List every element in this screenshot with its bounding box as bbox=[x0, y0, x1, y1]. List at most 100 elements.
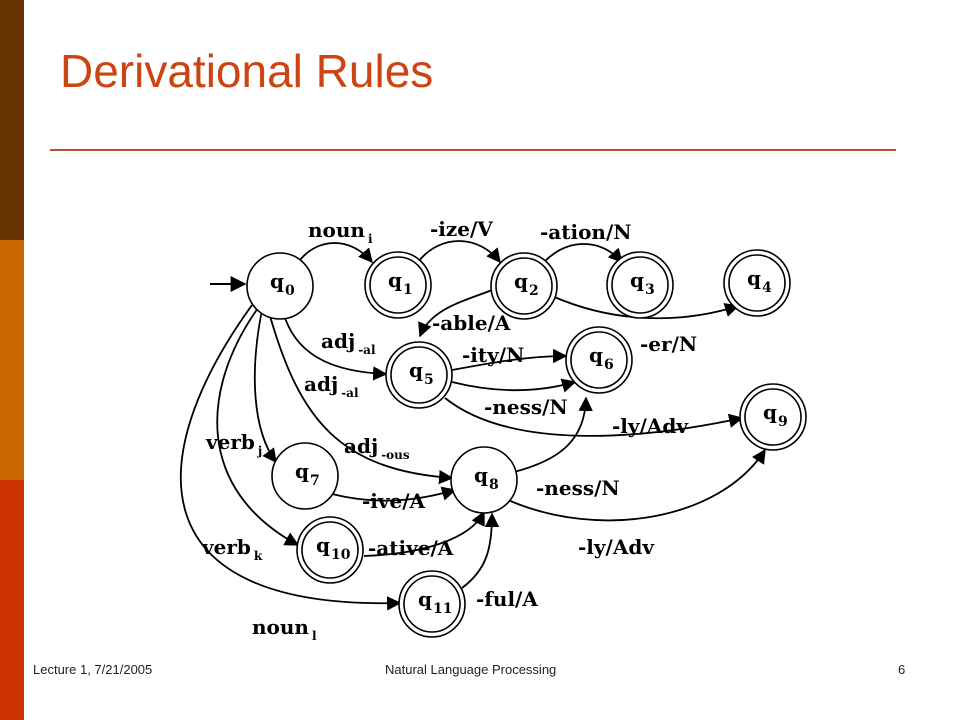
state-circle bbox=[450, 446, 518, 514]
sidebar-band-bottom bbox=[0, 480, 24, 720]
transition-label-text: verb bbox=[201, 535, 251, 559]
transition-label-ness-n-1: -ness/N bbox=[484, 395, 568, 419]
transition-label-ly-adv-2: -ly/Adv bbox=[578, 535, 655, 559]
state-q1: q1 bbox=[364, 251, 432, 319]
accepting-state-ring bbox=[369, 256, 427, 314]
state-label-subscript: 1 bbox=[403, 282, 413, 298]
transition-label-text: noun bbox=[252, 615, 309, 639]
state-circle bbox=[364, 251, 432, 319]
state-label: q4 bbox=[747, 266, 772, 296]
footer-course-name: Natural Language Processing bbox=[385, 662, 557, 677]
transition-label-text: -ness/N bbox=[536, 476, 620, 500]
state-label: q11 bbox=[418, 587, 452, 617]
transition-label-ity-n: -ity/N bbox=[462, 343, 524, 367]
state-label-base: q bbox=[409, 358, 423, 382]
accepting-state-ring bbox=[570, 331, 628, 389]
state-label: q10 bbox=[316, 533, 351, 563]
transition-label-adj-ous: adj-ous bbox=[344, 434, 410, 462]
state-label-subscript: 10 bbox=[331, 547, 351, 563]
state-label-base: q bbox=[316, 533, 330, 557]
state-circle bbox=[739, 383, 807, 451]
state-circle bbox=[385, 341, 453, 409]
footer-page-number: 6 bbox=[898, 662, 906, 677]
state-label-base: q bbox=[295, 459, 309, 483]
accepting-state-ring bbox=[728, 254, 786, 312]
transition-label-text: adj bbox=[344, 434, 378, 458]
state-circle bbox=[565, 326, 633, 394]
state-label-base: q bbox=[763, 400, 777, 424]
state-label-subscript: 5 bbox=[424, 372, 434, 388]
state-label: q9 bbox=[763, 400, 788, 430]
state-q6: q6 bbox=[565, 326, 633, 394]
state-label: q7 bbox=[295, 459, 320, 489]
state-label-subscript: 7 bbox=[310, 473, 320, 489]
transition-arrow-noun-i bbox=[299, 242, 373, 264]
transition-arrow-ly-adv-1 bbox=[444, 397, 744, 437]
state-circle bbox=[723, 249, 791, 317]
transition-arrow-ly-adv-2 bbox=[507, 448, 766, 522]
transition-arrow-verb-k bbox=[216, 307, 300, 546]
state-label-base: q bbox=[747, 266, 761, 290]
state-q4: q4 bbox=[723, 249, 791, 317]
slide-title: Derivational Rules bbox=[60, 45, 434, 97]
transition-label-ness-n-2: -ness/N bbox=[536, 476, 620, 500]
state-label: q1 bbox=[388, 268, 413, 298]
transition-label-text: -ive/A bbox=[362, 489, 426, 513]
state-q5: q5 bbox=[385, 341, 453, 409]
transition-arrow-ful-a bbox=[461, 512, 500, 589]
state-label-base: q bbox=[514, 269, 528, 293]
state-label-base: q bbox=[474, 463, 488, 487]
accepting-state-ring bbox=[611, 256, 669, 314]
transition-label-adj-al-1: adj-al bbox=[321, 329, 376, 357]
transition-label-text: -er/N bbox=[640, 332, 697, 356]
transition-arrow-ation-n bbox=[543, 243, 623, 264]
state-label-base: q bbox=[418, 587, 432, 611]
transition-arrow-ize-v bbox=[417, 240, 501, 264]
transition-label-ive-a: -ive/A bbox=[362, 489, 426, 513]
state-q10: q10 bbox=[296, 516, 364, 584]
state-label: q5 bbox=[409, 358, 434, 388]
state-label: q6 bbox=[589, 343, 614, 373]
transition-arrow-adj-ous bbox=[269, 315, 454, 485]
transition-label-text: adj bbox=[321, 329, 355, 353]
accepting-state-ring bbox=[744, 388, 802, 446]
state-label-subscript: 4 bbox=[762, 280, 772, 296]
transition-label-text: noun bbox=[308, 218, 365, 242]
transition-arrow-ive-a bbox=[331, 486, 457, 502]
state-label-base: q bbox=[270, 269, 284, 293]
transition-label-text: -ness/N bbox=[484, 395, 568, 419]
state-label-subscript: 6 bbox=[604, 357, 614, 373]
accepting-state-ring bbox=[403, 575, 461, 633]
accepting-state-ring bbox=[495, 257, 553, 315]
state-q7: q7 bbox=[271, 442, 339, 510]
transition-arrow-ity-n bbox=[451, 348, 568, 371]
transition-label-subscript: k bbox=[254, 549, 263, 563]
transition-arrow-ness-n-1 bbox=[451, 378, 577, 393]
state-circle bbox=[398, 570, 466, 638]
state-q8: q8 bbox=[450, 446, 518, 514]
state-q11: q11 bbox=[398, 570, 466, 638]
transition-label-text: -ative/A bbox=[368, 536, 454, 560]
state-q9: q9 bbox=[739, 383, 807, 451]
transition-arrow-ative-a bbox=[363, 510, 485, 557]
transition-arrow-noun-l bbox=[179, 304, 402, 611]
state-label-subscript: 3 bbox=[645, 282, 655, 298]
transition-arrow-adj-al-1 bbox=[284, 317, 388, 381]
state-label: q0 bbox=[270, 269, 295, 299]
state-circle bbox=[246, 252, 314, 320]
transition-label-text: verb bbox=[205, 430, 255, 454]
state-circle bbox=[271, 442, 339, 510]
transition-label-subscript: j bbox=[257, 444, 262, 458]
state-label-subscript: 2 bbox=[529, 283, 539, 299]
state-circle bbox=[490, 252, 558, 320]
state-q3: q3 bbox=[606, 251, 674, 319]
transition-label-ation-n: -ation/N bbox=[540, 220, 632, 244]
transition-label-ize-v: -ize/V bbox=[430, 217, 493, 241]
transition-label-text: -ation/N bbox=[540, 220, 632, 244]
state-label: q8 bbox=[474, 463, 499, 493]
sidebar-color-bands bbox=[0, 0, 24, 720]
state-circle bbox=[296, 516, 364, 584]
